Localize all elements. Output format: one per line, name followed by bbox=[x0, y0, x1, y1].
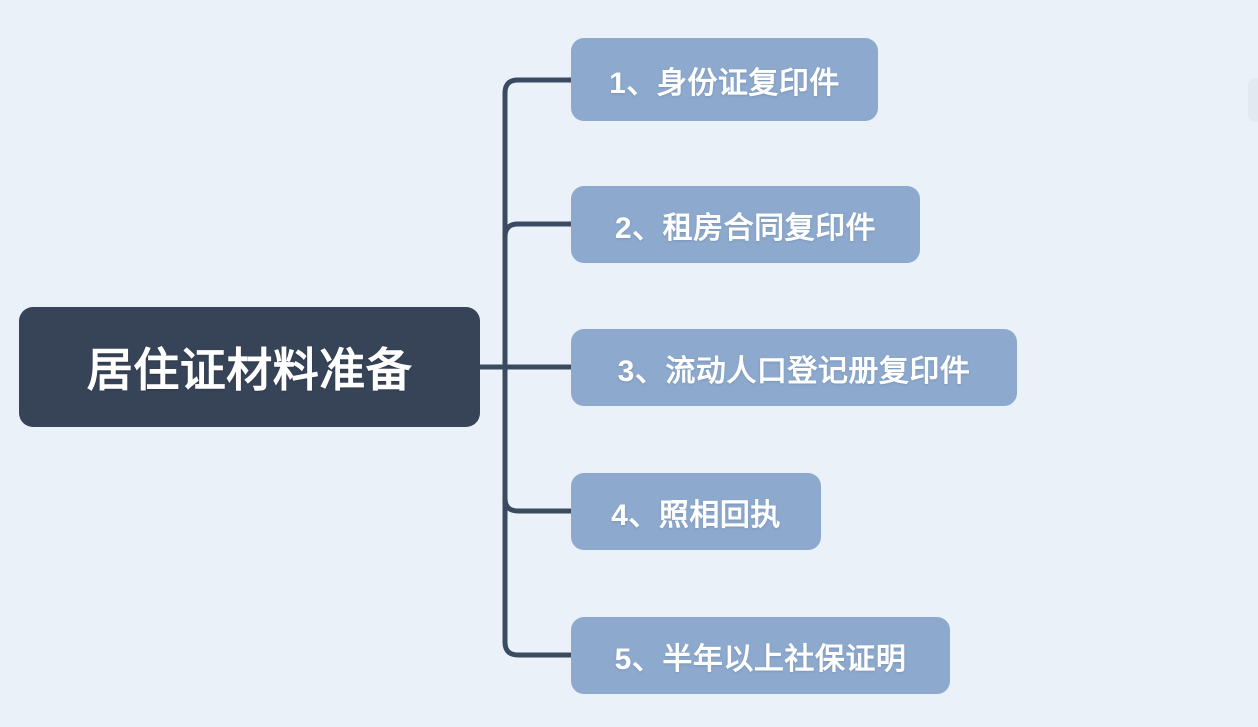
root-node[interactable]: 居住证材料准备 bbox=[19, 307, 480, 427]
branch-node-4-label: 4、照相回执 bbox=[611, 498, 781, 532]
branch-node-3-label: 3、流动人口登记册复印件 bbox=[617, 354, 971, 388]
branch-node-1[interactable]: 1、身份证复印件 bbox=[571, 38, 878, 121]
branch-node-5[interactable]: 5、半年以上社保证明 bbox=[571, 617, 950, 694]
branch-node-1-label: 1、身份证复印件 bbox=[609, 66, 840, 100]
branch-node-2[interactable]: 2、租房合同复印件 bbox=[571, 186, 920, 263]
branch-node-5-label: 5、半年以上社保证明 bbox=[614, 642, 907, 676]
connector-branch-4 bbox=[502, 497, 571, 514]
branch-node-2-label: 2、租房合同复印件 bbox=[614, 211, 877, 245]
branch-node-4[interactable]: 4、照相回执 bbox=[571, 473, 821, 550]
root-node-label: 居住证材料准备 bbox=[86, 344, 413, 396]
right-edge-clipped-element bbox=[1248, 78, 1258, 122]
connector-branch-2 bbox=[502, 221, 571, 238]
branch-node-3[interactable]: 3、流动人口登记册复印件 bbox=[571, 329, 1017, 406]
connector-trunk bbox=[502, 77, 571, 658]
